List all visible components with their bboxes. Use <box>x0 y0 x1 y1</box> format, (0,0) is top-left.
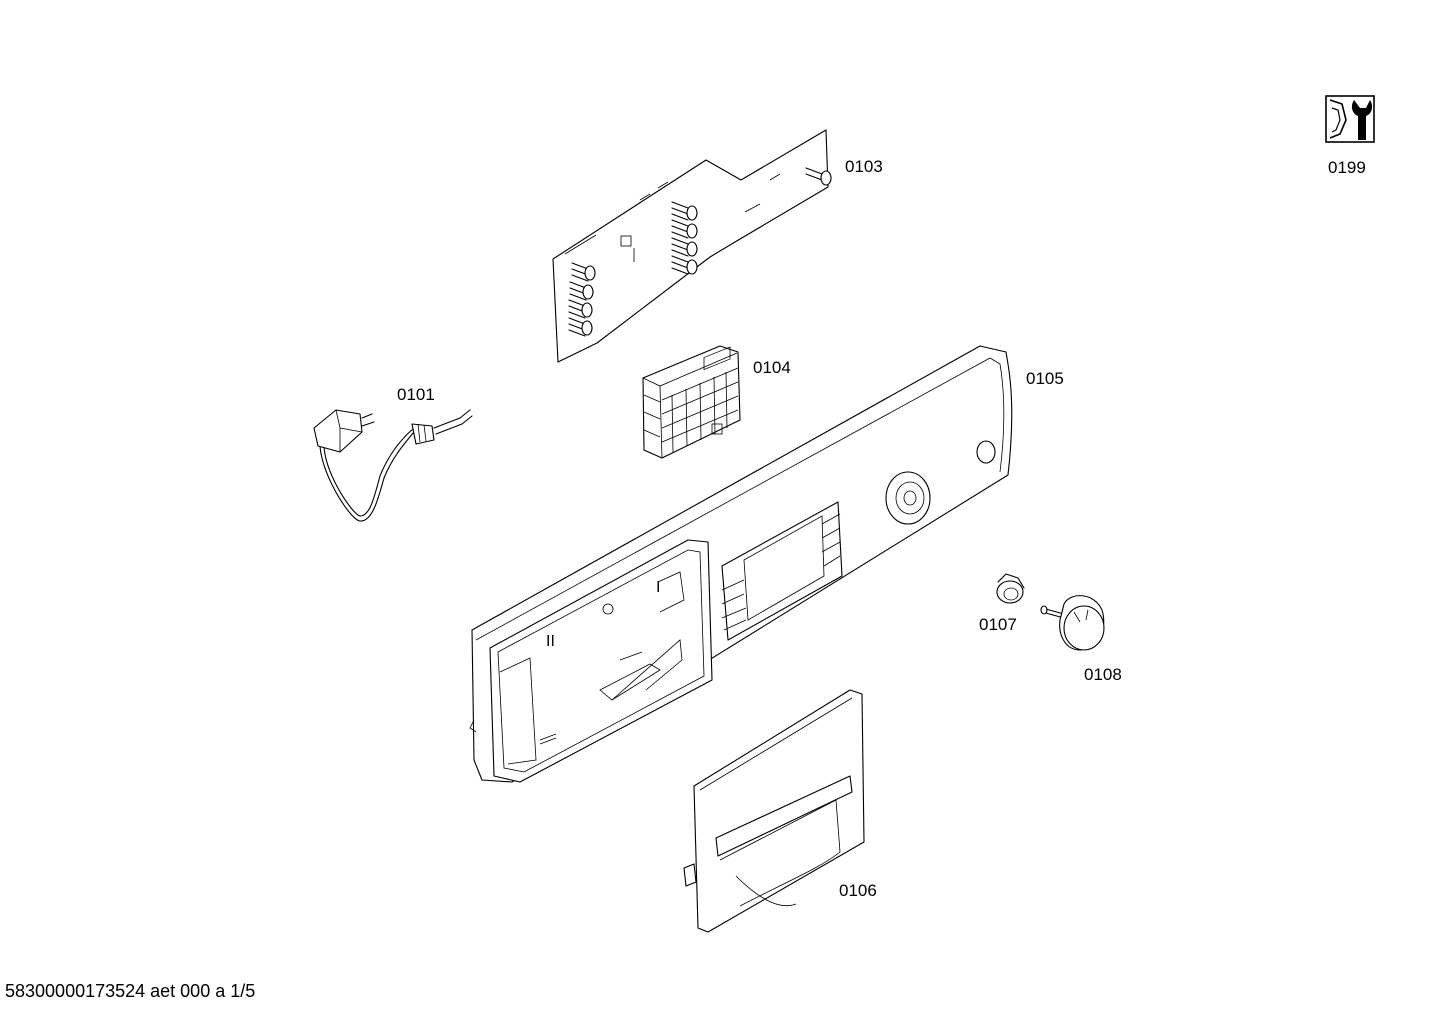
button-column-right <box>671 201 698 275</box>
service-tool-icon <box>1325 95 1375 143</box>
label-0104: 0104 <box>753 358 791 377</box>
label-0108: 0108 <box>1084 665 1122 684</box>
label-0101: 0101 <box>397 385 435 404</box>
part-0108-rotary-knob[interactable] <box>1040 595 1105 651</box>
top-button <box>805 167 832 186</box>
part-0103-electronic-module[interactable] <box>552 129 832 363</box>
compartment-marking-2: II <box>546 633 555 650</box>
label-0105: 0105 <box>1026 369 1064 388</box>
document-reference-footer: 58300000173524 aet 000 a 1/5 <box>5 981 256 1001</box>
part-0107-knob-insert[interactable] <box>996 573 1025 604</box>
button-column-left <box>568 262 596 337</box>
label-0107: 0107 <box>979 615 1017 634</box>
part-0101-mains-cable[interactable] <box>313 409 473 522</box>
part-0106-drawer-handle[interactable] <box>683 689 865 933</box>
label-0106: 0106 <box>839 881 877 900</box>
compartment-marking-1: I <box>656 579 660 596</box>
part-0105-control-panel[interactable] <box>469 345 1013 783</box>
part-0104-connector-block[interactable] <box>642 345 741 459</box>
label-0199: 0199 <box>1328 158 1366 177</box>
label-0103: 0103 <box>845 157 883 176</box>
